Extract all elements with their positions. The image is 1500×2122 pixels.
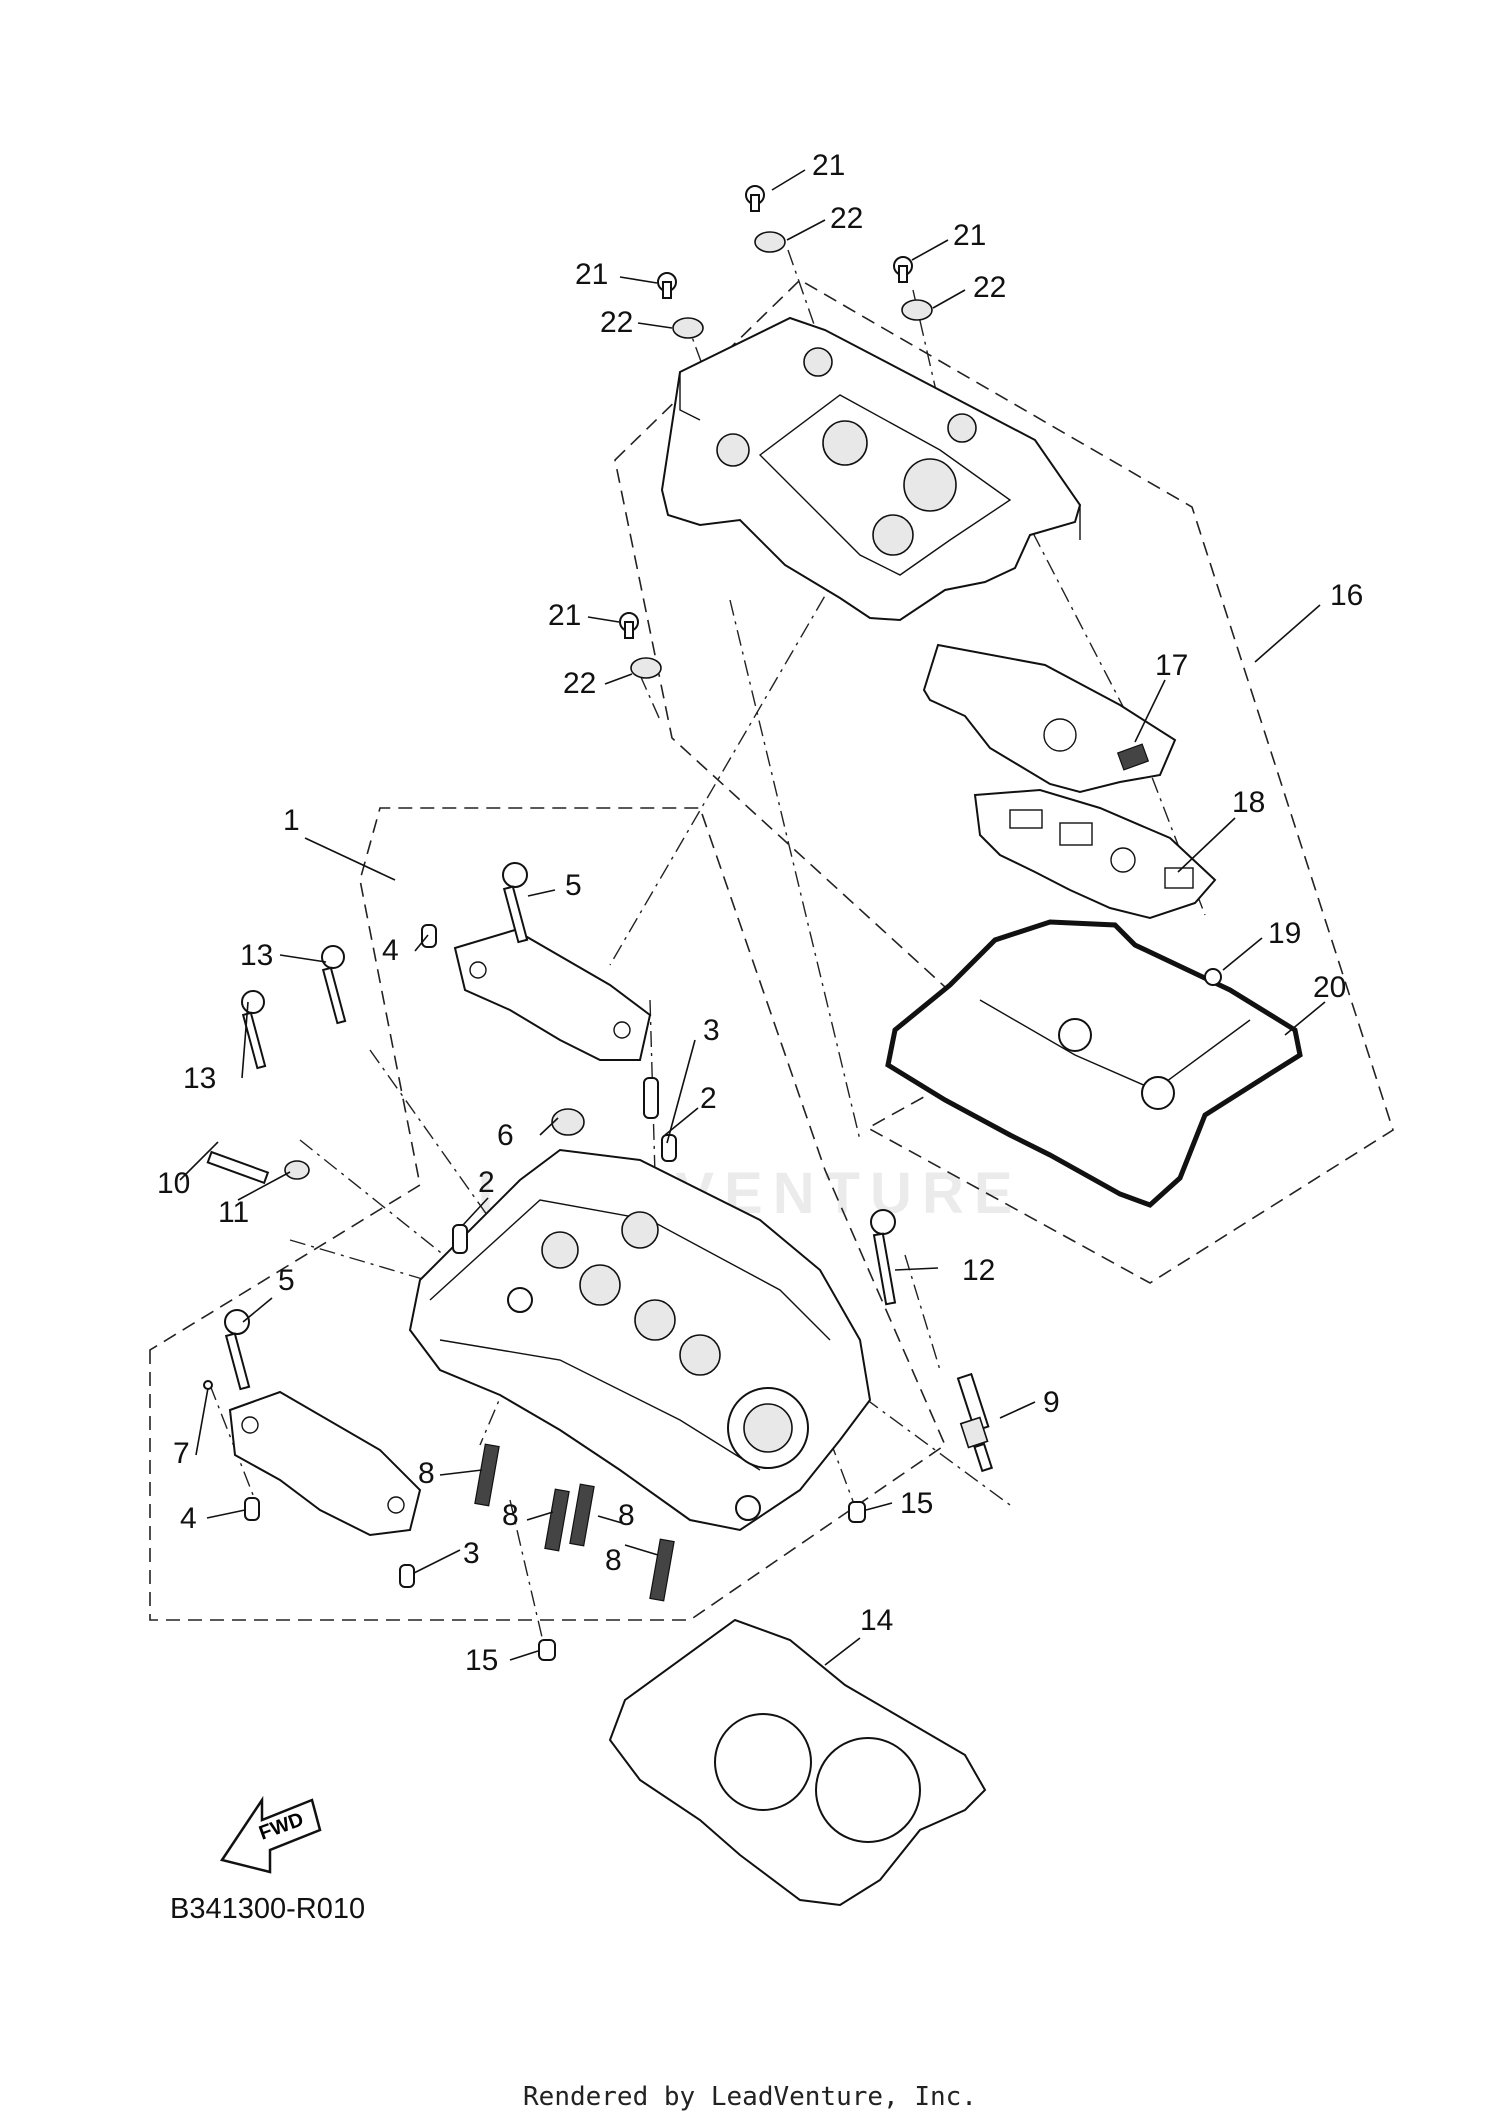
screw-19	[1204, 968, 1222, 986]
callout-19: 19	[1268, 917, 1301, 950]
cover-grommets-22	[630, 231, 933, 679]
figure-code: B341300-R010	[170, 1893, 366, 1925]
callout-4: 4	[382, 934, 399, 967]
callout-15: 15	[900, 1487, 933, 1520]
cover-bolts-21	[619, 185, 913, 639]
callout-10: 10	[157, 1167, 190, 1200]
callout-1: 1	[283, 804, 300, 837]
footer-credit: Rendered by LeadVenture, Inc.	[523, 2082, 977, 2112]
callout-22: 22	[830, 202, 863, 235]
callout-15: 15	[465, 1644, 498, 1677]
callout-12: 12	[962, 1254, 995, 1287]
group-outline-cylinder-head	[149, 807, 946, 1621]
callout-16: 16	[1330, 579, 1363, 612]
callout-18: 18	[1232, 786, 1265, 819]
leader-lines	[179, 169, 1326, 1666]
cover-gasket-20	[885, 919, 1303, 1208]
head-gasket-14	[608, 1618, 987, 1907]
callout-13: 13	[183, 1062, 216, 1095]
callout-21: 21	[575, 258, 608, 291]
group-outline-cylinder-head-cover	[614, 279, 1394, 1284]
callout-22: 22	[563, 667, 596, 700]
spark-plug-9	[956, 1372, 994, 1473]
callout-6: 6	[497, 1119, 514, 1152]
callout-8: 8	[605, 1544, 622, 1577]
callout-22: 22	[600, 306, 633, 339]
callout-numbers: 21 22 21 22 21 22 21 22 16 17 18 19 20 1…	[157, 149, 1363, 1677]
forward-direction-arrow-icon: FWD	[219, 1795, 322, 1874]
cover-gasket-plate-17	[922, 643, 1177, 794]
cylinder-head	[408, 1148, 872, 1532]
callout-21: 21	[812, 149, 845, 182]
callout-22: 22	[973, 271, 1006, 304]
callout-11: 11	[218, 1196, 249, 1229]
cylinder-head-cover	[660, 316, 1082, 622]
callout-13: 13	[240, 939, 273, 972]
callout-5: 5	[278, 1264, 295, 1297]
callout-3: 3	[463, 1537, 480, 1570]
callout-2: 2	[478, 1166, 495, 1199]
camshaft-cap-lower	[228, 1390, 422, 1537]
callout-7: 7	[173, 1437, 190, 1470]
callout-8: 8	[502, 1499, 519, 1532]
callout-21: 21	[953, 219, 986, 252]
callout-5: 5	[565, 869, 582, 902]
callout-8: 8	[418, 1457, 435, 1490]
callout-14: 14	[860, 1604, 893, 1637]
callout-9: 9	[1043, 1386, 1060, 1419]
callout-3: 3	[703, 1014, 720, 1047]
callout-4: 4	[180, 1502, 197, 1535]
cover-gasket-plate-18	[973, 788, 1217, 920]
callout-17: 17	[1155, 649, 1188, 682]
bolts	[206, 862, 897, 1391]
callout-20: 20	[1313, 971, 1346, 1004]
camshaft-cap-upper	[453, 928, 652, 1061]
callout-2: 2	[700, 1082, 717, 1115]
studs-8	[474, 1443, 675, 1602]
callout-8: 8	[618, 1499, 635, 1532]
callout-21: 21	[548, 599, 581, 632]
